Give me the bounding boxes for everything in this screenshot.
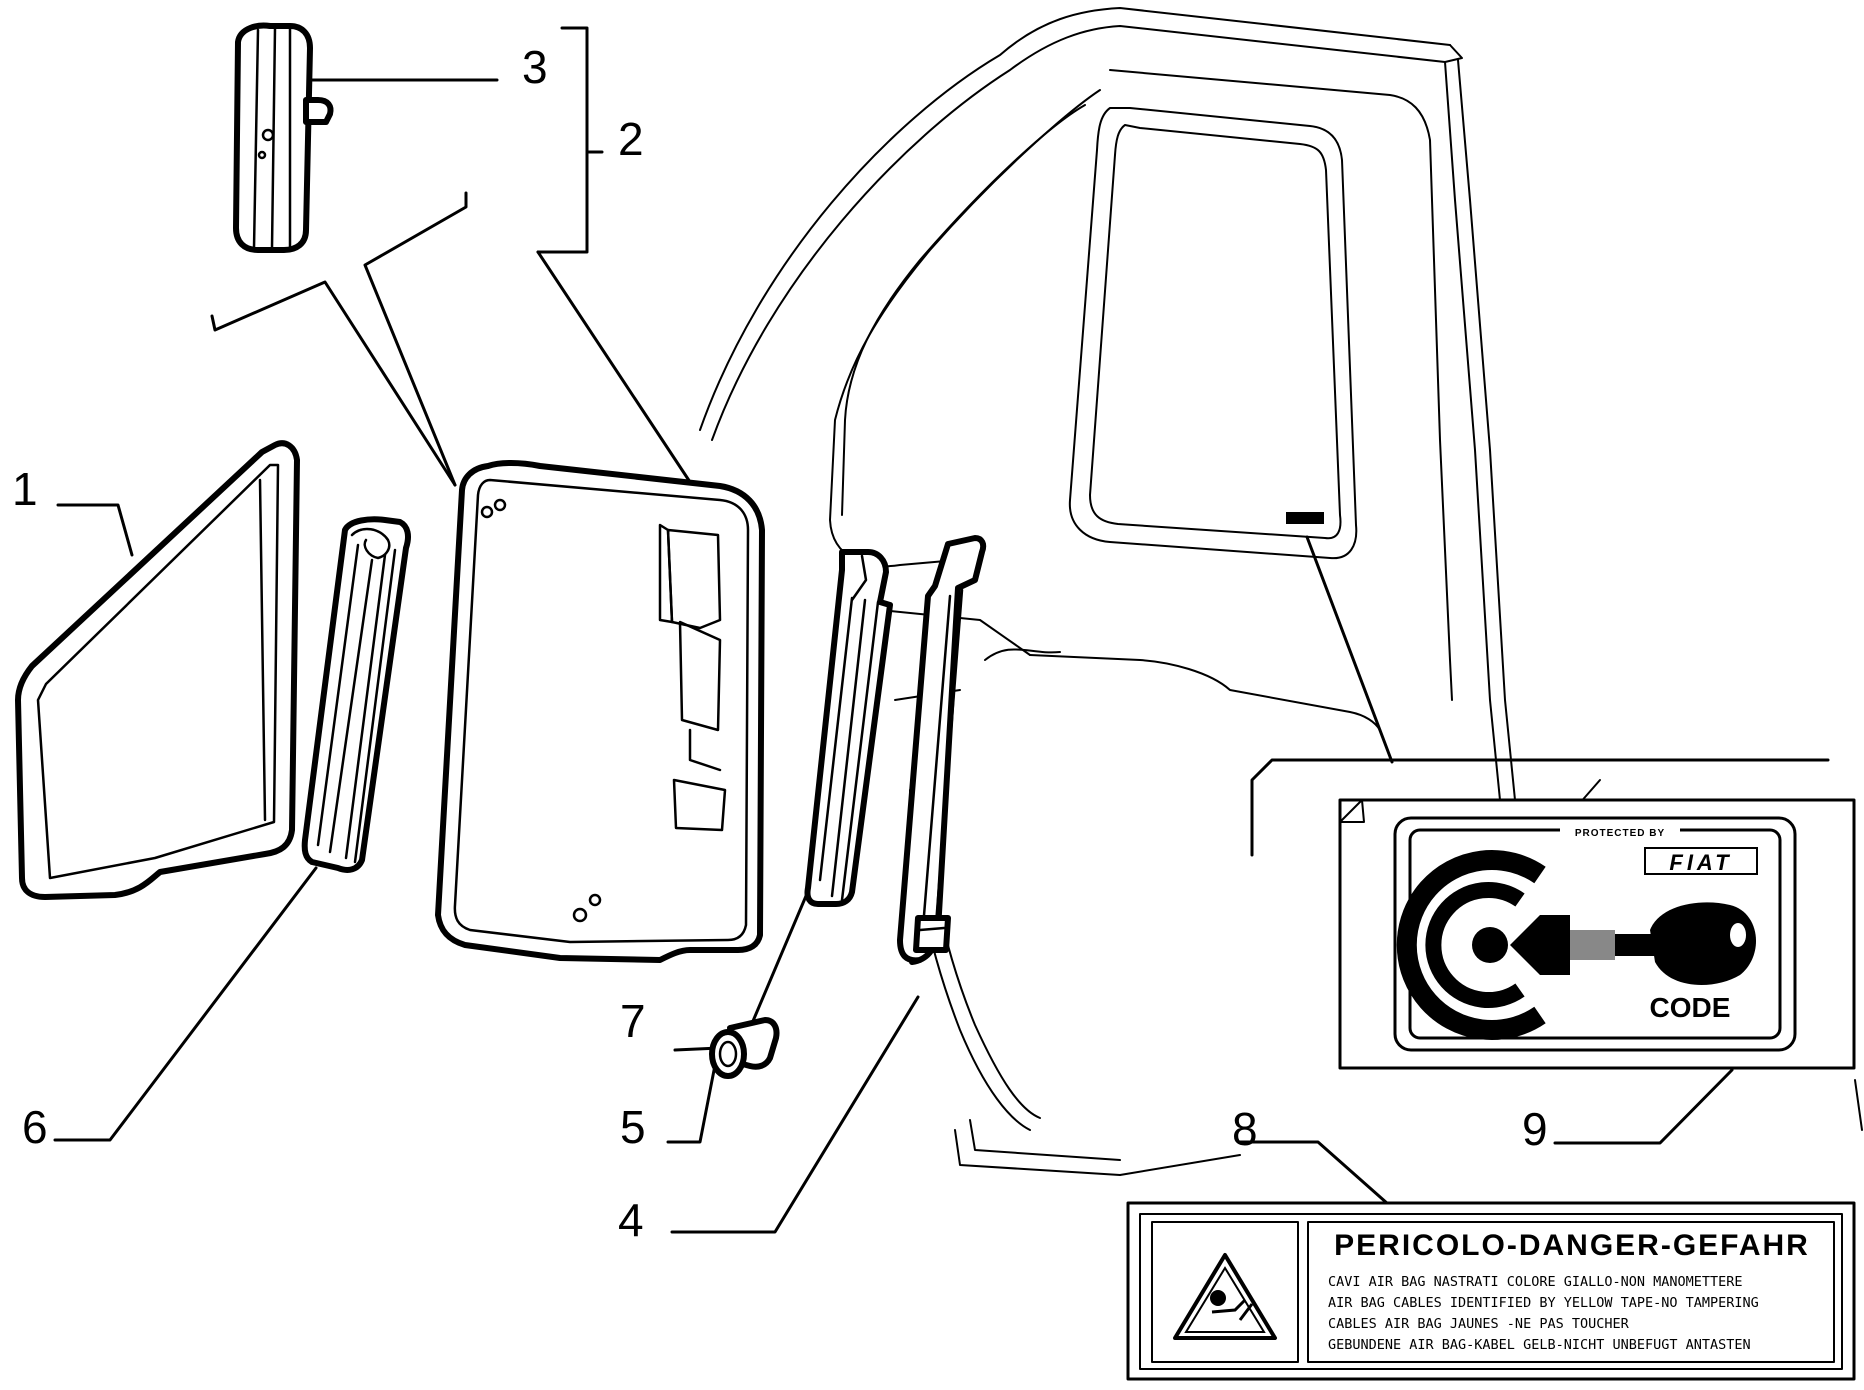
callout-3: 3 <box>522 41 548 93</box>
callout-2: 2 <box>618 113 644 165</box>
callout-8: 8 <box>1232 1103 1258 1155</box>
danger-line-4: GEBUNDENE AIR BAG-KABEL GELB-NICHT UNBEF… <box>1328 1337 1751 1353</box>
callout-7: 7 <box>620 995 646 1047</box>
cab-outline <box>699 7 1863 1176</box>
label-9-code: PROTECTED BY FIAT CODE <box>1338 798 1856 1070</box>
callout-9: 9 <box>1522 1103 1548 1155</box>
danger-title: PERICOLO-DANGER-GEFAHR <box>1334 1229 1810 1262</box>
part-5-screw <box>709 1017 780 1079</box>
callout-4: 4 <box>618 1194 644 1246</box>
part-1-quarter-glass <box>15 440 300 900</box>
airbag-warning-icon <box>1173 1253 1277 1340</box>
danger-line-2: AIR BAG CABLES IDENTIFIED BY YELLOW TAPE… <box>1328 1295 1759 1311</box>
code-text: CODE <box>1650 992 1731 1023</box>
callout-6: 6 <box>22 1101 48 1153</box>
callout-numbers: 1 2 3 4 5 6 7 8 9 <box>12 41 1548 1246</box>
danger-line-3: CABLES AIR BAG JAUNES -NE PAS TOUCHER <box>1328 1316 1630 1332</box>
part-6-seal-strip <box>301 516 411 873</box>
fiat-code-key-icon <box>1396 850 1757 1040</box>
label-8-airbag-danger: PERICOLO-DANGER-GEFAHR CAVI AIR BAG NAST… <box>1126 1201 1856 1381</box>
part-7-run-channel <box>804 549 893 907</box>
protected-by-text: PROTECTED BY <box>1575 828 1665 839</box>
callout-5: 5 <box>620 1101 646 1153</box>
part-2-window-panel <box>435 460 765 963</box>
part-4-guide-rail <box>897 535 987 965</box>
part-3-clip <box>233 22 334 253</box>
callout-1: 1 <box>12 463 38 515</box>
danger-line-1: CAVI AIR BAG NASTRATI COLORE GIALLO-NON … <box>1328 1274 1743 1290</box>
fiat-brand-text: FIAT <box>1669 850 1732 875</box>
